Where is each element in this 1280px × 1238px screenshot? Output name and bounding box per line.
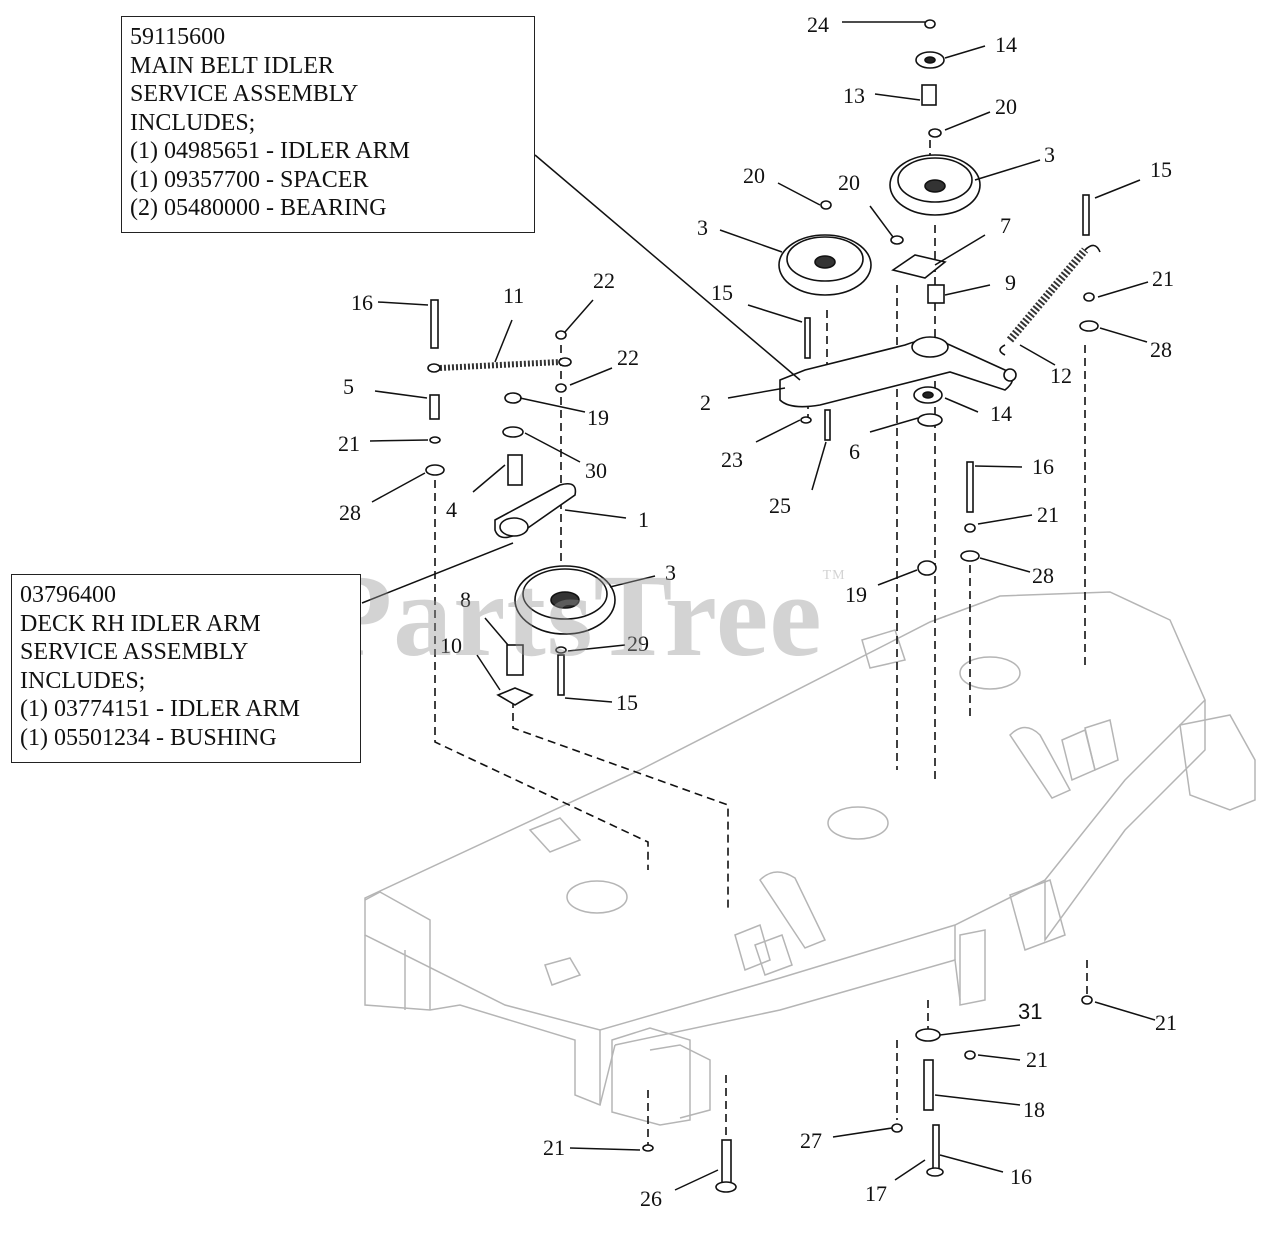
- part-label: 19: [587, 405, 609, 430]
- part-label: 20: [743, 163, 765, 188]
- part-label: 15: [711, 280, 733, 305]
- part-label: 17: [865, 1181, 887, 1206]
- callout-line: (1) 04985651 - IDLER ARM: [130, 138, 410, 164]
- part-label: 9: [1005, 270, 1016, 295]
- part-label: 25: [769, 493, 791, 518]
- part-label: 6: [849, 439, 860, 464]
- part-label: 14: [990, 401, 1012, 426]
- part-label: 19: [845, 582, 867, 607]
- part-label: 8: [460, 587, 471, 612]
- part-label: 14: [995, 32, 1017, 57]
- part-label: 4: [446, 497, 457, 522]
- callout-line: (1) 09357700 - SPACER: [130, 166, 369, 193]
- part-label: 16: [1032, 454, 1054, 479]
- callout-line: MAIN BELT IDLER: [130, 52, 334, 79]
- part-label: 12: [1050, 363, 1072, 388]
- part-label: 1: [638, 507, 649, 532]
- mower-deck: [364, 591, 1256, 1126]
- part-label: 28: [1032, 563, 1054, 588]
- part-label: 3: [665, 560, 676, 585]
- callout-line: SERVICE ASSEMBLY: [20, 639, 249, 665]
- part-label: 26: [640, 1186, 662, 1211]
- part-label: 11: [503, 283, 524, 308]
- part-label: 27: [800, 1128, 822, 1153]
- part-label: 15: [1150, 157, 1172, 182]
- callout-main-belt-idler: 59115600 MAIN BELT IDLER SERVICE ASSEMBL…: [121, 16, 535, 233]
- part-label: 22: [617, 345, 639, 370]
- part-label: 21: [1155, 1010, 1177, 1035]
- part-label: 28: [1150, 337, 1172, 362]
- part-label: 3: [1044, 142, 1055, 167]
- part-label: 20: [995, 94, 1017, 119]
- part-label: 20: [838, 170, 860, 195]
- part-label: 2: [700, 390, 711, 415]
- callout-line: (2) 05480000 - BEARING: [130, 195, 387, 221]
- callout-rh-idler-arm: 03796400 DECK RH IDLER ARM SERVICE ASSEM…: [11, 574, 361, 763]
- part-labels: 24 14 13 20 3 20 20 3 7 15 22 16 11 15 9…: [338, 12, 1177, 1211]
- part-label: 21: [338, 431, 360, 456]
- part-label: 15: [616, 690, 638, 715]
- callout-line: 03796400: [20, 582, 116, 608]
- leader-lines: [361, 21, 1156, 1191]
- part-label: 13: [843, 83, 865, 108]
- part-label: 21: [1026, 1047, 1048, 1072]
- part-label: 29: [627, 631, 649, 656]
- callout-line: 59115600: [130, 24, 226, 50]
- part-label: 28: [339, 500, 361, 525]
- part-label: 5: [343, 374, 354, 399]
- callout-line: (1) 03774151 - IDLER ARM: [20, 696, 300, 722]
- callout-line: INCLUDES;: [130, 109, 256, 136]
- part-label: 23: [721, 447, 743, 472]
- callout-line: (1) 05501234 - BUSHING: [20, 724, 277, 751]
- part-label: 31: [1018, 999, 1042, 1024]
- part-label: 3: [697, 215, 708, 240]
- part-label: 16: [351, 290, 373, 315]
- callout-line: INCLUDES;: [20, 667, 146, 694]
- parts: [425, 19, 1101, 1193]
- part-label: 21: [1037, 502, 1059, 527]
- part-label: 18: [1023, 1097, 1045, 1122]
- part-label: 10: [440, 633, 462, 658]
- part-label: 21: [543, 1135, 565, 1160]
- callout-line: SERVICE ASSEMBLY: [130, 81, 359, 107]
- watermark: PartsTreeTM: [320, 550, 846, 681]
- part-label: 16: [1010, 1164, 1032, 1189]
- part-label: 30: [585, 458, 607, 483]
- part-label: 22: [593, 268, 615, 293]
- part-label: 7: [1000, 213, 1011, 238]
- callout-line: DECK RH IDLER ARM: [20, 610, 261, 637]
- part-label: 21: [1152, 266, 1174, 291]
- part-label: 24: [807, 12, 829, 37]
